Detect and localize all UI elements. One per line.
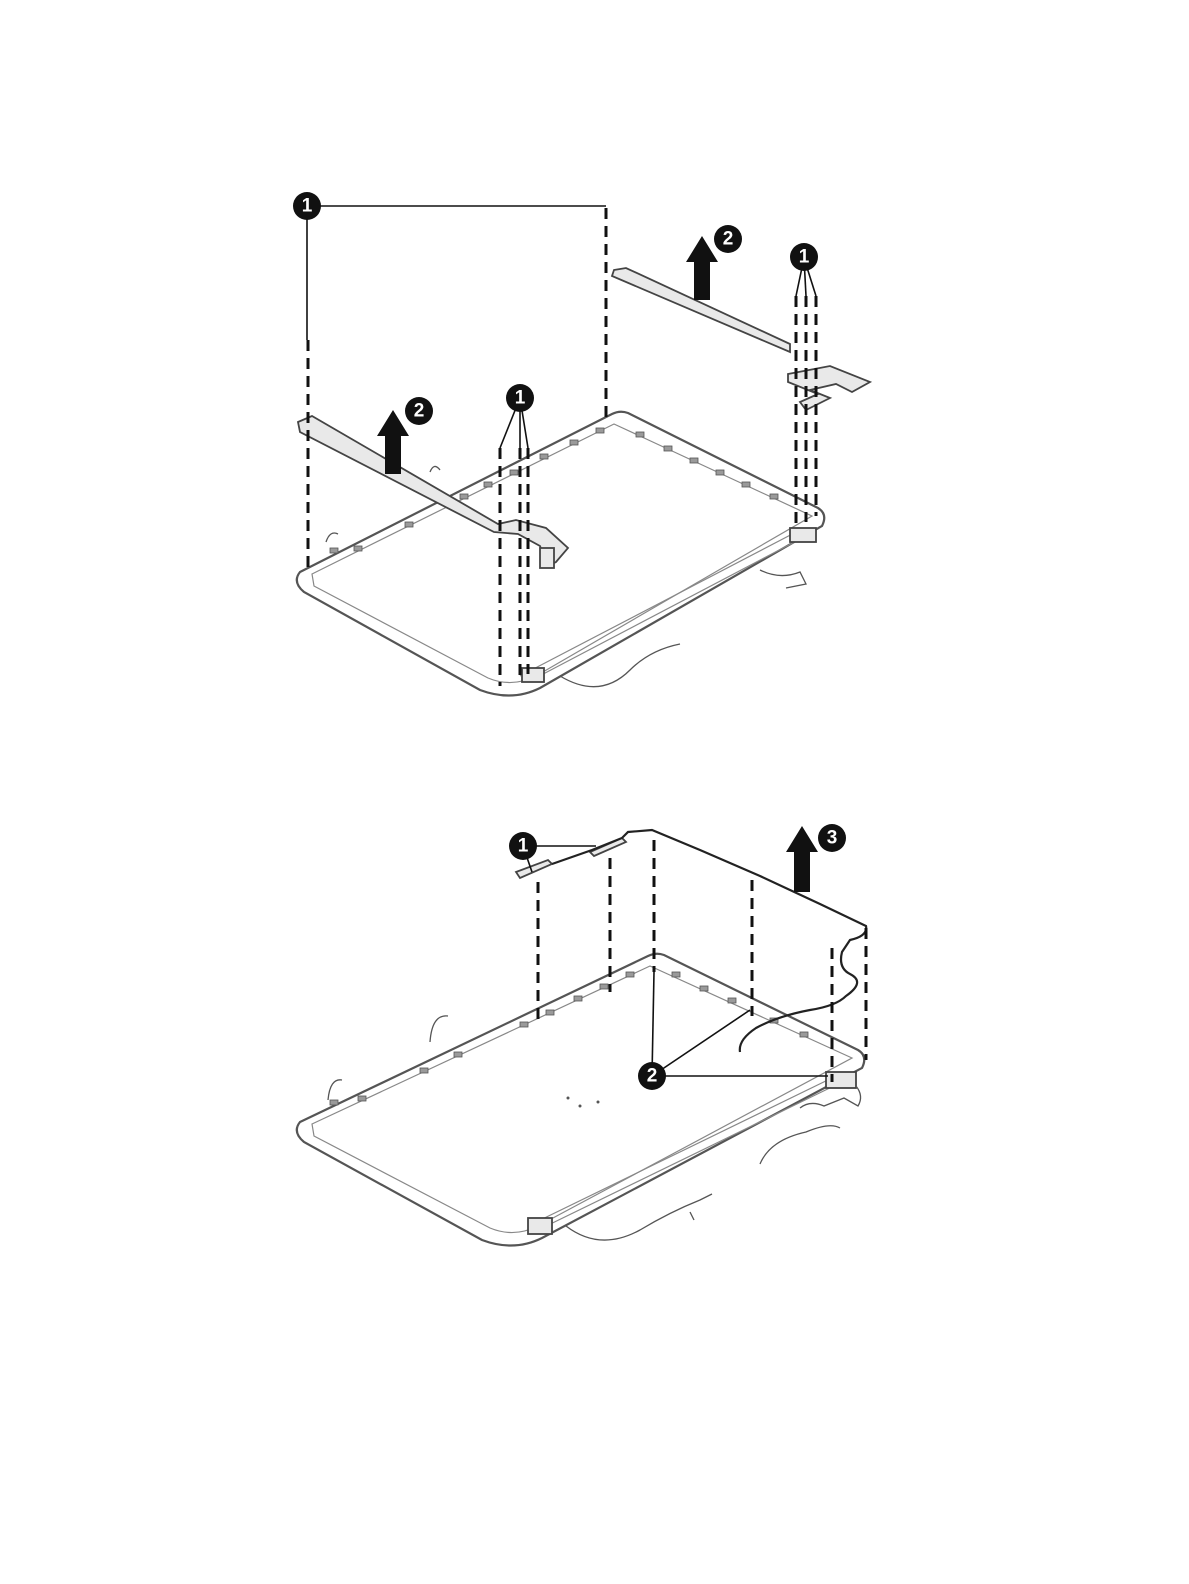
svg-text:3: 3	[827, 828, 838, 849]
screw-alignment-lines	[308, 208, 816, 686]
wlan-cable-assembly	[516, 830, 866, 1052]
callout-2: 2	[405, 397, 433, 425]
callout-1: 1	[790, 243, 818, 271]
hinge-removal-svg: 1 2 1 2 1	[0, 0, 1189, 760]
svg-text:2: 2	[647, 1066, 658, 1087]
cable-removal-diagram: 1 3 2	[0, 760, 1189, 1584]
callout-1: 1	[293, 192, 321, 220]
svg-text:2: 2	[414, 401, 425, 422]
svg-text:1: 1	[302, 196, 313, 217]
callout-1: 1	[506, 384, 534, 412]
callout-3: 3	[818, 824, 846, 852]
callout-1: 1	[509, 832, 537, 860]
svg-text:1: 1	[518, 836, 529, 857]
svg-text:1: 1	[799, 247, 810, 268]
right-hinge-bracket	[612, 268, 870, 410]
display-back-cover	[297, 954, 864, 1246]
screw-alignment-lines	[538, 840, 866, 1082]
callout-2: 2	[714, 225, 742, 253]
svg-text:1: 1	[515, 388, 526, 409]
hinge-removal-diagram: 1 2 1 2 1	[0, 0, 1189, 760]
svg-text:2: 2	[723, 229, 734, 250]
cable-removal-svg: 1 3 2	[0, 760, 1189, 1584]
lift-arrow-icon	[786, 826, 818, 892]
callout-2: 2	[638, 1062, 666, 1090]
lift-arrow-icon	[686, 236, 718, 300]
